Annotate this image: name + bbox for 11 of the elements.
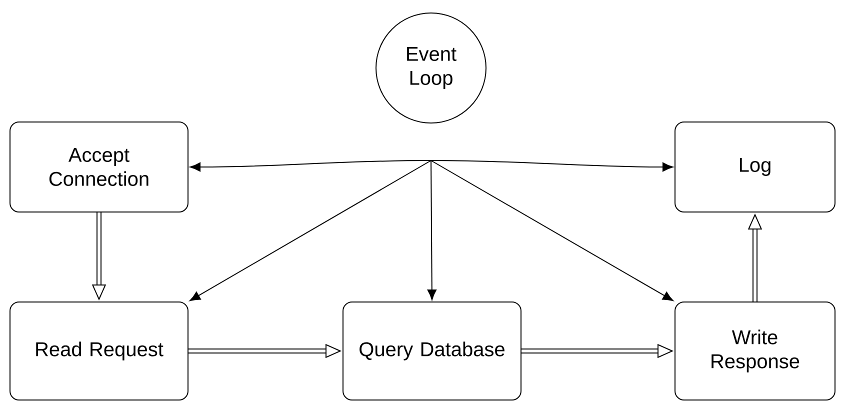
process-box: Accept Connection [10, 122, 188, 212]
process-box: Write Response [674, 302, 836, 400]
arrow [427, 160, 436, 300]
arrow [190, 160, 432, 302]
process-box: Log [674, 122, 836, 212]
circle-node: Event Loop [376, 12, 486, 124]
arrow [190, 160, 432, 172]
arrow [430, 160, 674, 302]
process-box: Read Request [10, 302, 188, 400]
arrow [430, 160, 674, 172]
process-box: Query Database [342, 302, 522, 400]
